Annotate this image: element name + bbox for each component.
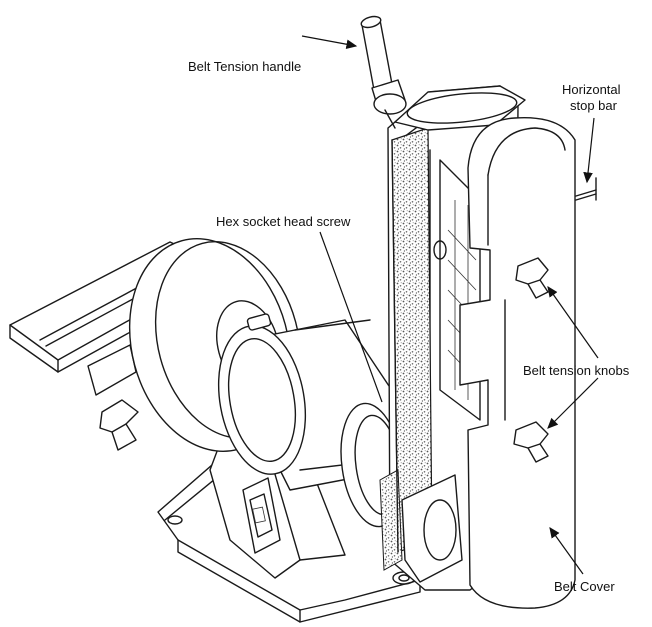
label-belt-tension-handle: Belt Tension handle	[188, 59, 301, 74]
belt-cover	[459, 116, 576, 609]
label-belt-tension-knobs: Belt tension knobs	[523, 363, 630, 378]
arrow-belt-tension-handle	[301, 35, 358, 49]
label-hex-socket-head-screw: Hex socket head screw	[216, 214, 351, 229]
idler-wheel	[394, 85, 526, 131]
belt-tension-handle	[360, 15, 407, 129]
belt-tension-knob-lower	[513, 421, 549, 463]
arrow-horizontal-stop-bar	[583, 117, 595, 184]
arrow-belt-tension-knob-lower	[547, 377, 599, 429]
lower-belt-guard	[401, 474, 463, 583]
arrow-belt-tension-knob-upper	[547, 286, 599, 359]
power-switch	[242, 477, 281, 554]
label-horizontal-stop-bar-line2: stop bar	[570, 98, 618, 113]
arrow-belt-cover	[549, 527, 584, 575]
leader-lines	[301, 35, 599, 575]
arrow-hex-socket-head-screw	[319, 231, 383, 403]
label-belt-cover: Belt Cover	[554, 579, 615, 594]
table-lock-knob	[99, 399, 139, 451]
label-horizontal-stop-bar-line1: Horizontal	[562, 82, 621, 97]
horizontal-stop-bar	[575, 177, 597, 201]
motor-housing	[217, 313, 396, 491]
sanding-belt	[379, 127, 433, 571]
